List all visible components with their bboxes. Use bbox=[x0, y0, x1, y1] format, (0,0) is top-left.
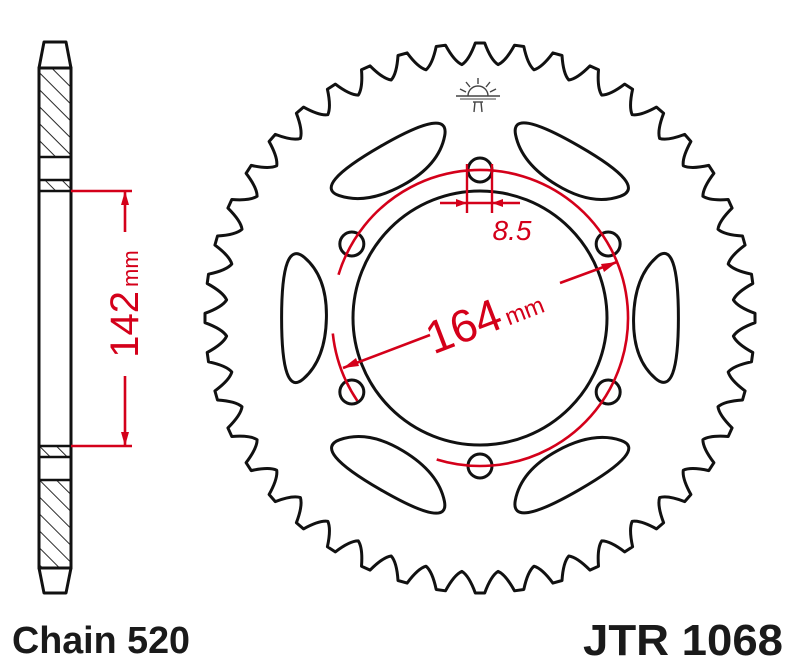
bolt-hole-value: 8.5 bbox=[493, 215, 532, 246]
bolt-hole bbox=[594, 378, 622, 406]
part-number-label: JTR 1068 bbox=[583, 616, 783, 665]
center-bore bbox=[351, 189, 609, 447]
width-unit: mm bbox=[118, 250, 143, 287]
sun-logo-icon bbox=[456, 78, 500, 113]
bolt-hole bbox=[338, 230, 366, 258]
arrow-right-icon bbox=[601, 262, 617, 272]
hatched-band-top bbox=[37, 178, 73, 193]
lightening-window bbox=[513, 435, 631, 515]
lightening-window bbox=[632, 251, 680, 384]
arrow-right-icon bbox=[456, 199, 467, 207]
arrow-down-icon bbox=[121, 432, 129, 446]
lightening-window bbox=[329, 121, 447, 201]
lightening-windows bbox=[280, 121, 680, 515]
arrow-up-icon bbox=[121, 191, 129, 205]
chain-label: Chain 520 bbox=[12, 620, 190, 662]
arrow-left-icon bbox=[492, 199, 503, 207]
arrow-left-icon bbox=[343, 358, 359, 368]
lightening-window bbox=[513, 121, 630, 201]
pcd-arc bbox=[337, 168, 630, 468]
profile-outline bbox=[37, 40, 73, 595]
hatched-band-bottom bbox=[37, 444, 73, 459]
sprocket: 164mm 8.5 bbox=[203, 41, 757, 595]
hatched-tooth-top bbox=[37, 66, 73, 159]
pcd-unit: mm bbox=[501, 292, 548, 332]
sprocket-teeth-outline bbox=[203, 41, 757, 595]
lightening-window bbox=[330, 435, 447, 515]
pcd-arc-lower-left bbox=[331, 333, 359, 402]
width-dimension: 142 mm bbox=[71, 189, 147, 448]
bolt-holes bbox=[338, 156, 622, 480]
pcd-value: 164 bbox=[418, 288, 508, 364]
hatched-tooth-bottom bbox=[37, 478, 73, 570]
bolt-hole bbox=[338, 378, 366, 406]
lightening-window bbox=[280, 252, 328, 385]
svg-text:142mm: 142 mm bbox=[103, 250, 147, 357]
chain-profile bbox=[37, 40, 73, 595]
svg-text:164mm: 164mm bbox=[418, 272, 549, 364]
bolt-hole bbox=[594, 230, 622, 258]
pcd-dimension: 164mm bbox=[342, 260, 618, 370]
width-value: 142 bbox=[103, 291, 147, 358]
bolt-hole-dimension: 8.5 bbox=[440, 164, 532, 246]
